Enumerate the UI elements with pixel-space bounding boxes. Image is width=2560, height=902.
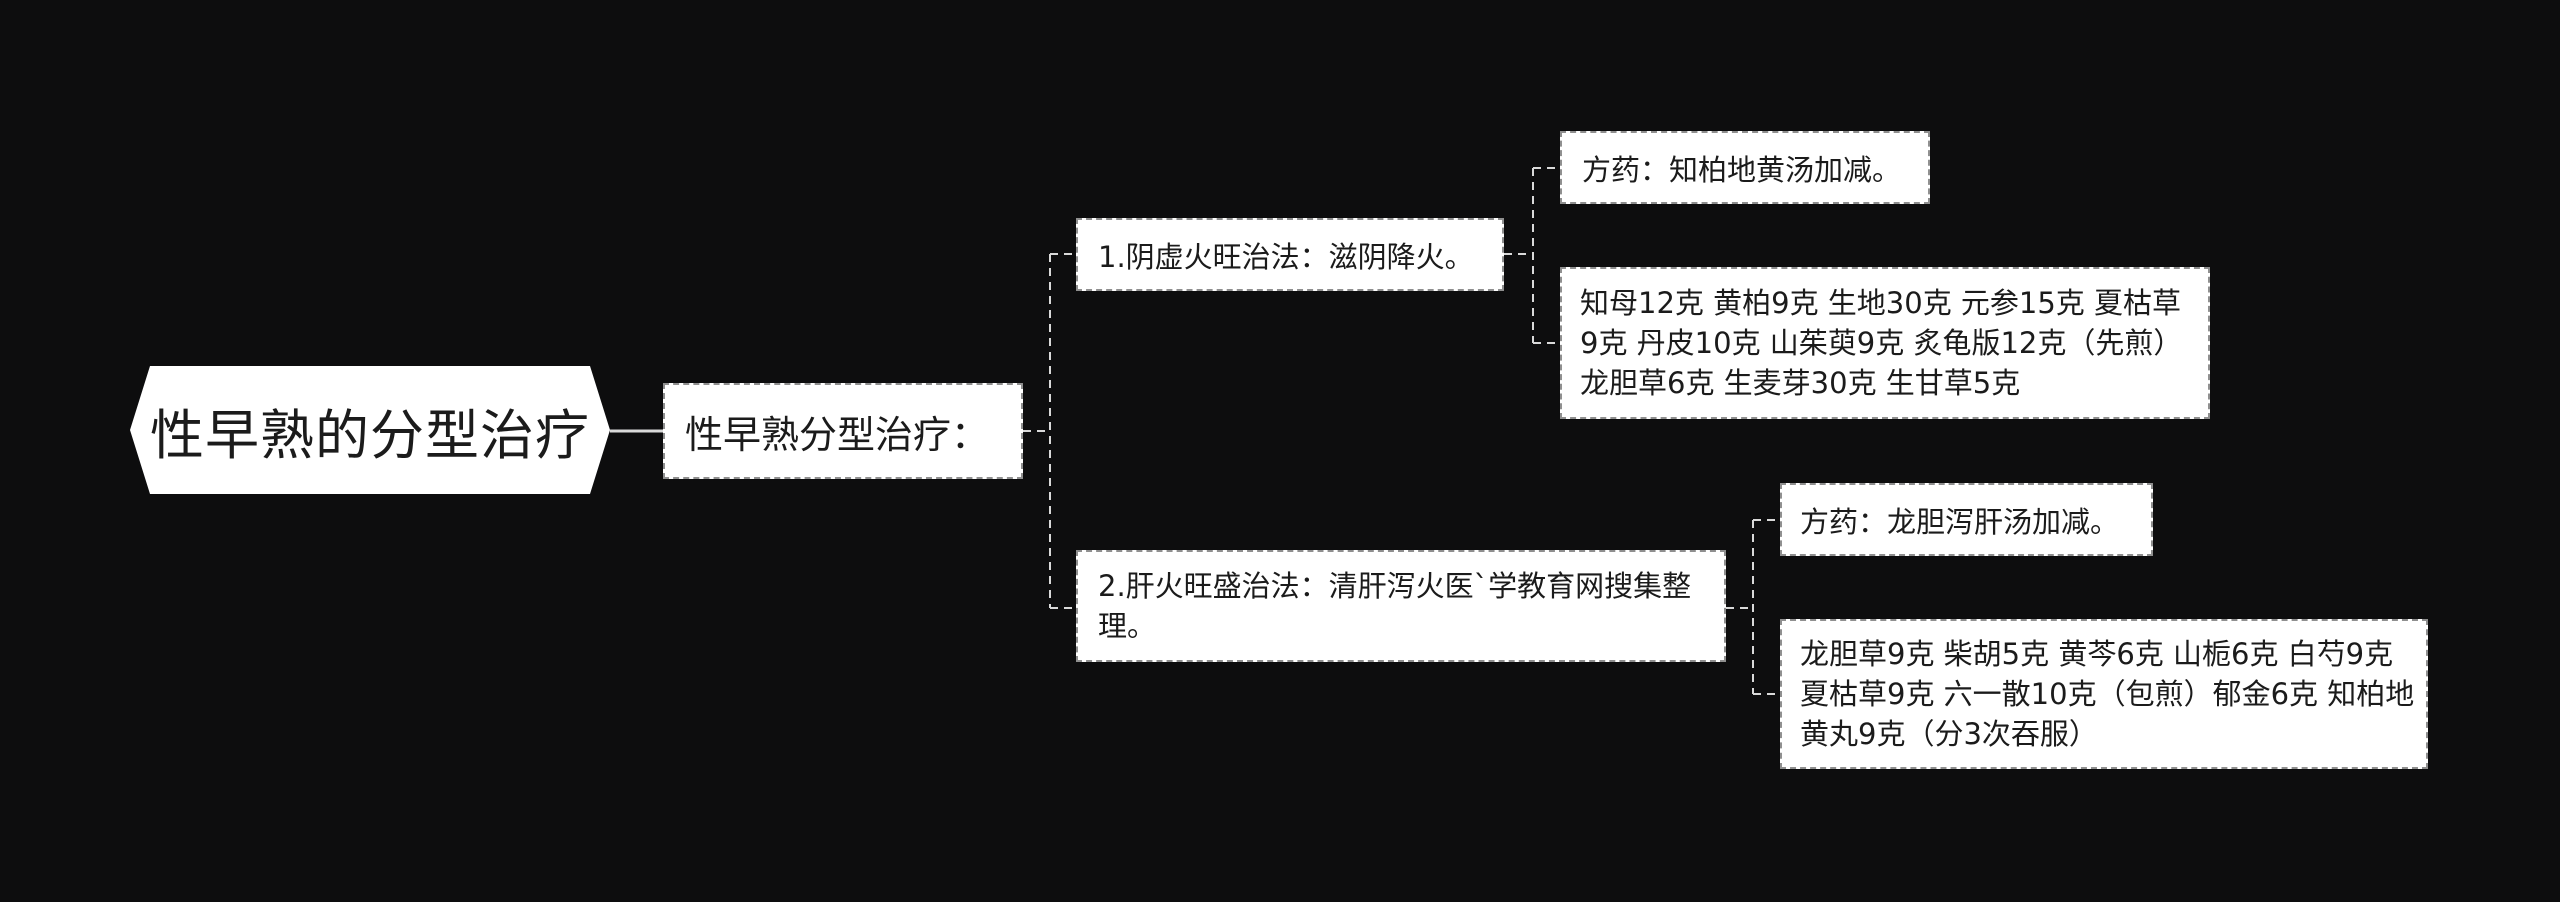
connector-branch-types bbox=[1023, 253, 1076, 609]
branch-node[interactable]: 性早熟分型治疗： bbox=[663, 383, 1023, 479]
branch-node-label: 性早熟分型治疗： bbox=[685, 412, 990, 457]
prescription-label: 方药：龙胆泻肝汤加减。 bbox=[1800, 504, 2120, 539]
connector-type1-children bbox=[1504, 167, 1560, 344]
prescription-node-yin-deficiency[interactable]: 方药：知柏地黄汤加减。 bbox=[1560, 131, 1930, 204]
ingredients-node-yin-deficiency[interactable]: 知母12克 黄柏9克 生地30克 元参15克 夏枯草9克 丹皮10克 山茱萸9克… bbox=[1560, 267, 2210, 419]
ingredients-label: 龙胆草9克 柴胡5克 黄芩6克 山栀6克 白芍9克 夏枯草9克 六一散10克（包… bbox=[1800, 637, 2415, 751]
root-node-label: 性早熟的分型治疗 bbox=[150, 403, 590, 467]
root-node[interactable]: 性早熟的分型治疗 bbox=[130, 366, 610, 494]
connector-type2-children bbox=[1726, 519, 1780, 695]
ingredients-label: 知母12克 黄柏9克 生地30克 元参15克 夏枯草9克 丹皮10克 山茱萸9克… bbox=[1580, 286, 2183, 400]
prescription-label: 方药：知柏地黄汤加减。 bbox=[1582, 152, 1902, 187]
ingredients-node-liver-fire[interactable]: 龙胆草9克 柴胡5克 黄芩6克 山栀6克 白芍9克 夏枯草9克 六一散10克（包… bbox=[1780, 619, 2428, 769]
type-node-yin-deficiency[interactable]: 1.阴虚火旺治法：滋阴降火。 bbox=[1076, 218, 1504, 291]
type-node-label: 1.阴虚火旺治法：滋阴降火。 bbox=[1098, 239, 1474, 274]
prescription-node-liver-fire[interactable]: 方药：龙胆泻肝汤加减。 bbox=[1780, 483, 2153, 556]
type-node-liver-fire[interactable]: 2.肝火旺盛治法：清肝泻火医`学教育网搜集整理。 bbox=[1076, 550, 1726, 662]
type-node-label: 2.肝火旺盛治法：清肝泻火医`学教育网搜集整理。 bbox=[1098, 569, 1692, 643]
